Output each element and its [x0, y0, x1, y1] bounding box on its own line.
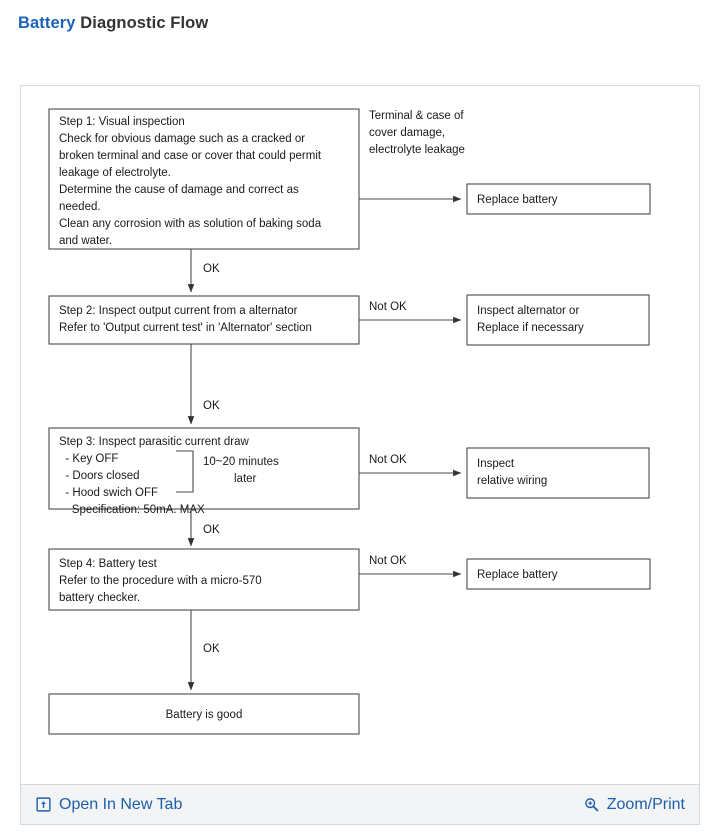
step1-line-5: needed.	[59, 201, 101, 213]
replace-battery-2-box	[466, 558, 651, 590]
battery-good-label: Battery is good	[166, 709, 243, 721]
edge-label-not-ok-1: Not OK	[369, 301, 407, 313]
open-in-new-tab-button[interactable]: Open In New Tab	[35, 796, 182, 814]
replace-battery-1-label: Replace battery	[477, 194, 558, 206]
step2-line-1: Refer to 'Output current test' in 'Alter…	[59, 322, 312, 334]
step4-line-2: battery checker.	[59, 592, 140, 604]
flowchart-figure: Step 1: Visual inspection Check for obvi…	[21, 86, 699, 784]
inspect-alternator-line-1: Replace if necessary	[477, 322, 584, 334]
page-title-rest: Diagnostic Flow	[80, 14, 209, 32]
step1-line-6: Clean any corrosion with as solution of …	[59, 218, 322, 230]
step1-line-2: broken terminal and case or cover that c…	[59, 150, 322, 162]
page-title-highlight: Battery	[18, 14, 76, 32]
step3-box	[48, 427, 360, 510]
step1-condition-line-2: electrolyte leakage	[369, 144, 465, 156]
external-link-icon	[35, 796, 52, 813]
step1-line-7: and water.	[59, 235, 112, 247]
open-in-new-tab-label: Open In New Tab	[59, 795, 183, 813]
step1-line-3: leakage of electrolyte.	[59, 167, 171, 179]
edge-label-ok-3: OK	[203, 524, 220, 536]
step1-condition-line-0: Terminal & case of	[369, 110, 464, 122]
page-title: Battery Diagnostic Flow	[0, 0, 722, 33]
step1-condition-line-1: cover damage,	[369, 127, 445, 139]
edge-label-not-ok-2: Not OK	[369, 454, 407, 466]
card-footer: Open In New Tab Zoom/Print	[21, 784, 699, 824]
inspect-wiring-box	[466, 447, 650, 499]
edge-label-ok-4: OK	[203, 643, 220, 655]
step1-box	[48, 108, 360, 250]
step1-line-4: Determine the cause of damage and correc…	[59, 184, 299, 196]
inspect-wiring-line-0: Inspect	[477, 458, 515, 470]
edge-label-ok-1: OK	[203, 263, 220, 275]
inspect-alternator-box	[466, 294, 650, 346]
battery-good-box	[48, 693, 360, 735]
step4-line-1: Refer to the procedure with a micro-570	[59, 575, 262, 587]
diagram-card: Step 1: Visual inspection Check for obvi…	[20, 85, 700, 825]
step3-bracket-note-0: 10~20 minutes	[203, 456, 279, 468]
step3-line-3: - Hood swich OFF	[59, 487, 158, 499]
step2-box	[48, 295, 360, 345]
inspect-wiring-line-1: relative wiring	[477, 475, 547, 487]
magnifier-plus-icon	[583, 796, 600, 813]
edge-label-not-ok-3: Not OK	[369, 555, 407, 567]
step4-line-0: Step 4: Battery test	[59, 558, 158, 570]
replace-battery-2-label: Replace battery	[477, 569, 558, 581]
inspect-alternator-line-0: Inspect alternator or	[477, 305, 579, 317]
step3-bracket	[176, 450, 194, 493]
step1-line-0: Step 1: Visual inspection	[59, 116, 185, 128]
step3-line-4: Specification: 50mA. MAX	[59, 504, 205, 516]
step3-line-0: Step 3: Inspect parasitic current draw	[59, 436, 250, 448]
step4-box	[48, 548, 360, 611]
replace-battery-1-box	[466, 183, 651, 215]
step1-line-1: Check for obvious damage such as a crack…	[59, 133, 305, 145]
zoom-print-label: Zoom/Print	[606, 795, 685, 813]
step2-line-0: Step 2: Inspect output current from a al…	[59, 305, 298, 317]
edge-label-ok-2: OK	[203, 400, 220, 412]
step3-line-2: - Doors closed	[59, 470, 140, 482]
zoom-print-button[interactable]: Zoom/Print	[583, 796, 685, 814]
step3-line-1: - Key OFF	[59, 453, 118, 465]
step3-bracket-note-1: later	[234, 473, 257, 485]
